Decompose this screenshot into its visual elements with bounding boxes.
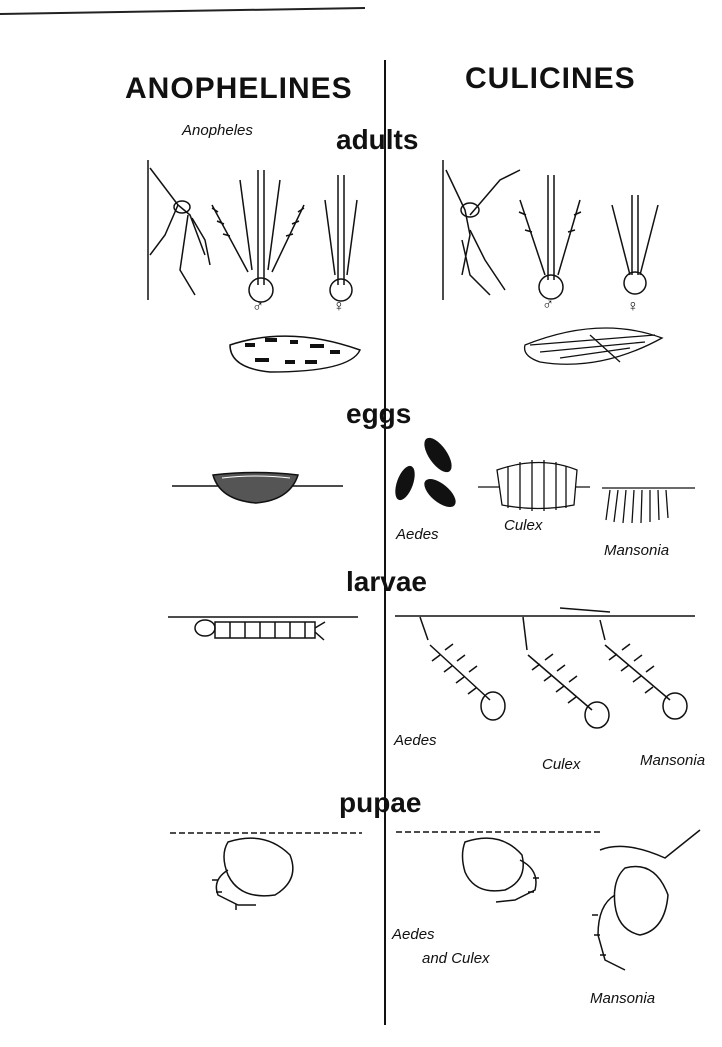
anophelines-column-title: ANOPHELINES xyxy=(125,72,353,106)
anopheles-spotted-wing xyxy=(230,336,360,372)
pupae-aedes-label: Aedes xyxy=(392,926,435,943)
aedes-eggs xyxy=(391,433,460,512)
anopheles-female-head xyxy=(325,175,357,301)
stage-adults-title: adults xyxy=(336,124,418,156)
culex-egg-raft xyxy=(478,460,590,511)
anopheles-label: Anopheles xyxy=(182,122,253,139)
eggs-aedes-label: Aedes xyxy=(396,526,439,543)
pupae-mansonia-label: Mansonia xyxy=(590,990,655,1007)
larvae-mansonia-label: Mansonia xyxy=(640,752,705,769)
male-symbol: ♂ xyxy=(252,298,264,316)
stage-pupae-title: pupae xyxy=(339,787,421,819)
mansonia-larva xyxy=(560,608,687,719)
pupae-culex-label: and Culex xyxy=(422,950,490,967)
mansonia-eggs xyxy=(602,488,695,523)
culicine-plain-wing xyxy=(525,328,662,364)
mansonia-pupa xyxy=(592,830,700,970)
anopheles-egg-on-surface xyxy=(172,473,343,504)
aedes-larva xyxy=(420,617,505,720)
top-border-line xyxy=(0,8,365,14)
female-symbol: ♀ xyxy=(333,298,345,316)
culicine-male-symbol: ♂ xyxy=(542,296,554,314)
culex-larva xyxy=(523,617,609,728)
larvae-culex-label: Culex xyxy=(542,756,580,773)
eggs-mansonia-label: Mansonia xyxy=(604,542,669,559)
anopheles-male-head xyxy=(212,170,304,302)
stage-eggs-title: eggs xyxy=(346,398,411,430)
culicine-adult-resting xyxy=(443,160,520,300)
culicine-female-symbol: ♀ xyxy=(627,298,639,316)
eggs-culex-label: Culex xyxy=(504,517,542,534)
larvae-aedes-label: Aedes xyxy=(394,732,437,749)
culicine-male-head xyxy=(519,175,581,299)
anopheles-adult-resting xyxy=(148,160,210,300)
aedes-culex-pupa xyxy=(463,838,540,902)
culicine-female-head xyxy=(612,195,658,294)
anopheles-pupa xyxy=(212,838,293,910)
stage-larvae-title: larvae xyxy=(346,566,427,598)
culicines-column-title: CULICINES xyxy=(465,62,636,96)
anopheles-larva xyxy=(195,620,325,640)
